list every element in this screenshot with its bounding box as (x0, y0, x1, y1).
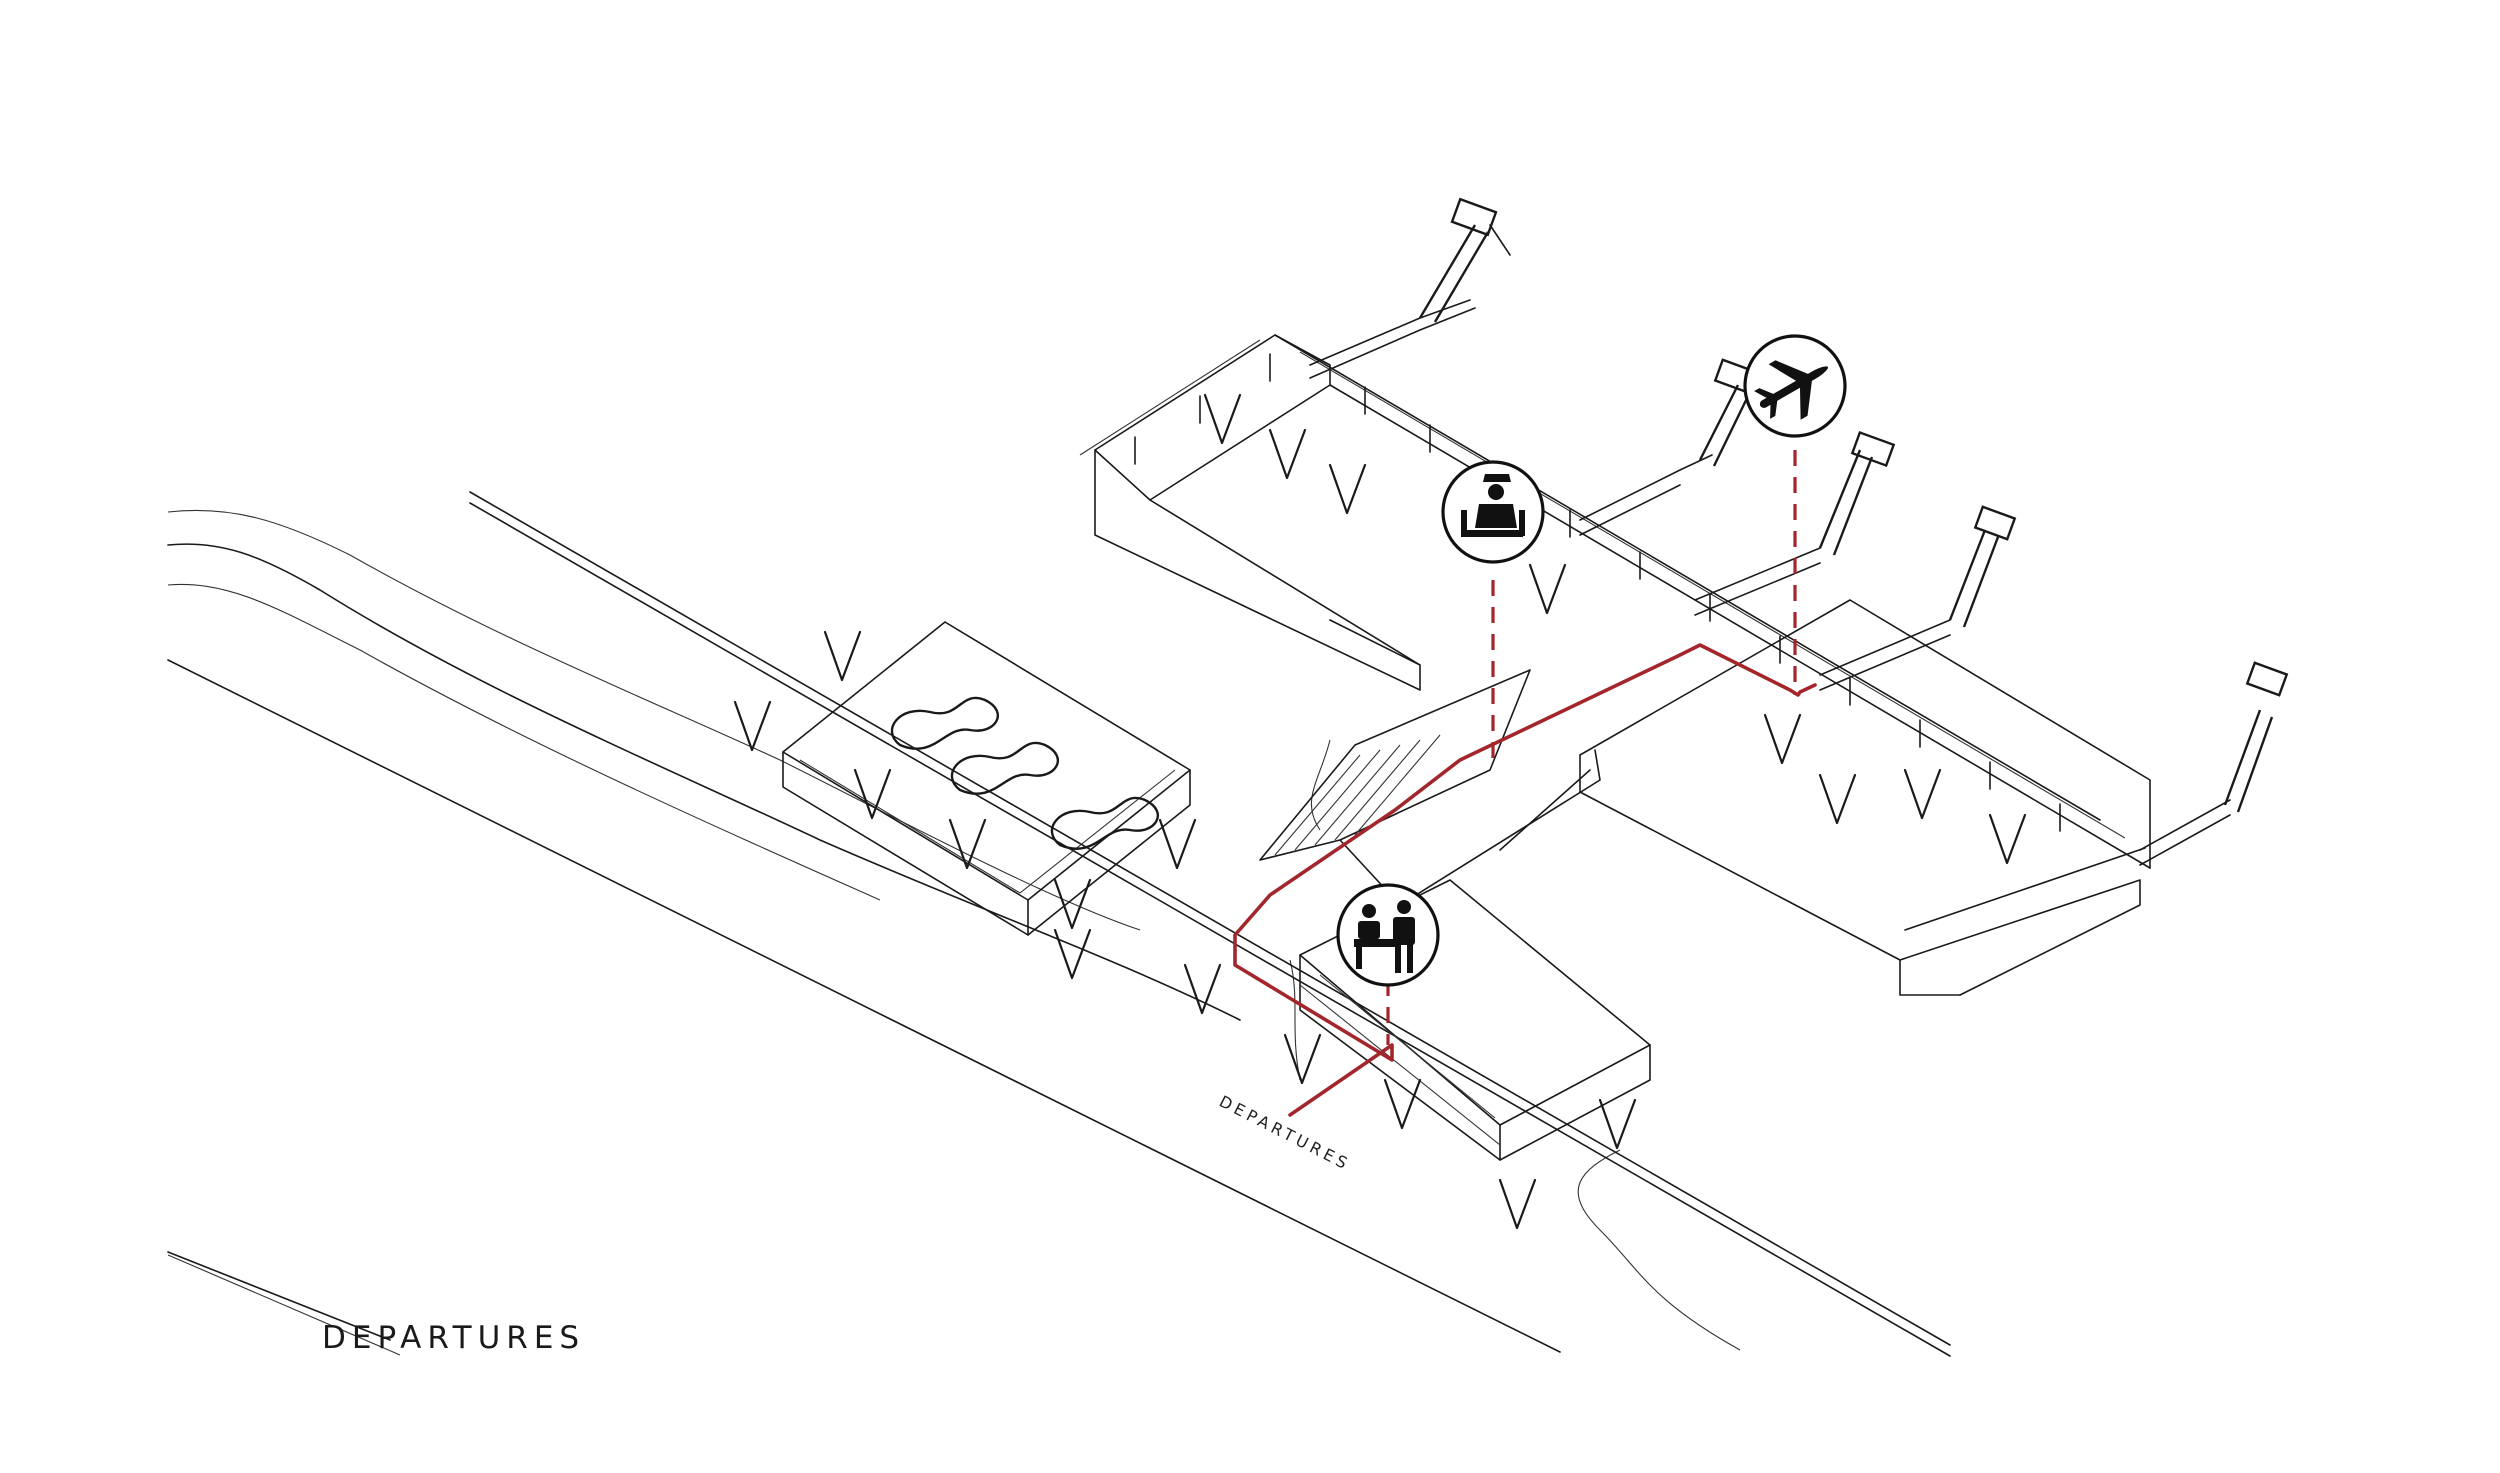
security-badge (1441, 460, 1545, 564)
check-in-hall (1299, 879, 1651, 1161)
check-in-counter-icon (1354, 900, 1415, 973)
diagram-title: DEPARTURES (322, 1320, 586, 1356)
road-label: DEPARTURES (1216, 1092, 1354, 1175)
airplane-icon (1754, 360, 1828, 420)
roadways (167, 491, 1951, 1357)
gate-badge (1743, 334, 1847, 438)
baggage-hall (782, 621, 1191, 936)
security-control-officer-icon (1461, 474, 1525, 537)
pier-mullions (1134, 353, 2061, 832)
check-in-badge (1336, 883, 1440, 987)
passenger-route (1233, 643, 1817, 1117)
upper-pier (1079, 334, 2151, 996)
dashed-connectors (1386, 450, 1797, 1045)
jet-bridges (1309, 197, 2289, 866)
connector-stairs (1259, 669, 1601, 906)
landscape-lines (167, 509, 1741, 1351)
v-columns (733, 393, 2027, 1230)
